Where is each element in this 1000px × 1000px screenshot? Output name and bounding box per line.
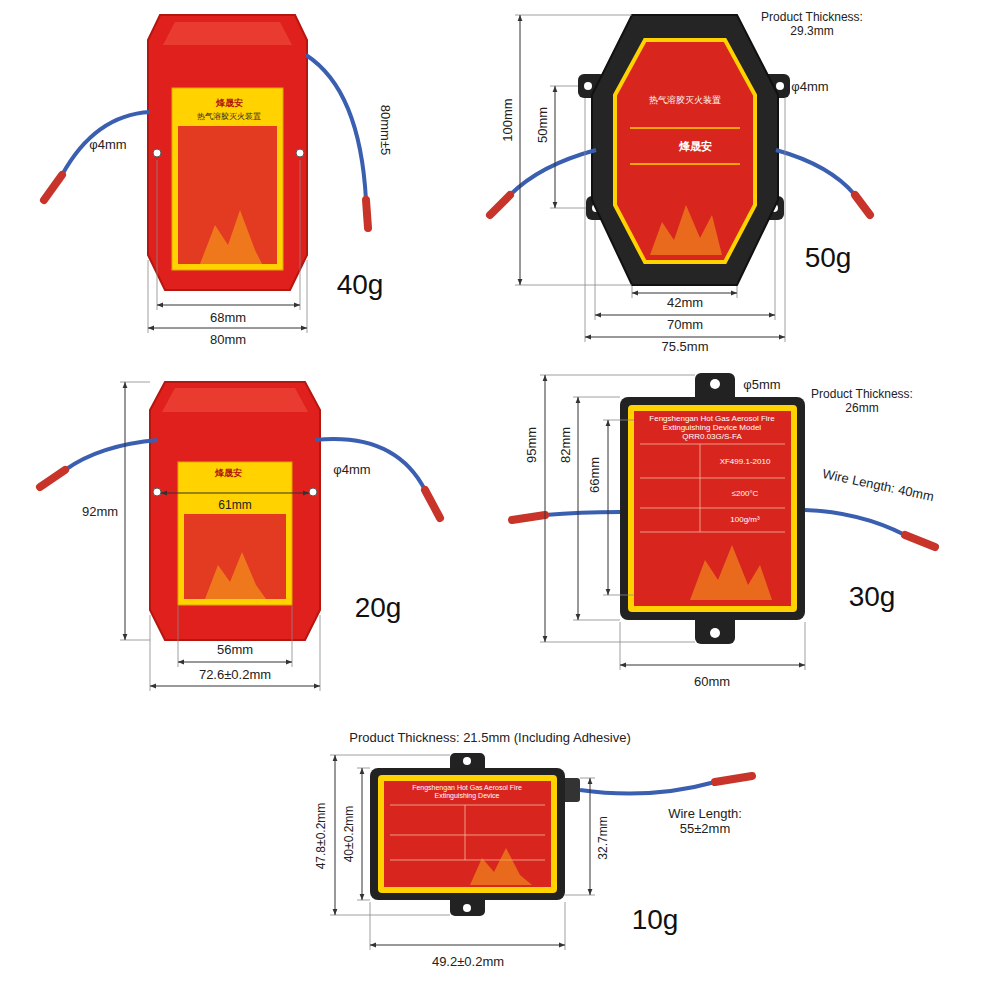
dimension-label: 66mm [588, 457, 603, 493]
device-20g [40, 382, 440, 691]
dimension-label: 47.8±0.2mm [315, 803, 329, 870]
brand-text: 烽晟安 [215, 468, 242, 478]
device-30g [512, 373, 935, 670]
dimension-label: 75.5mm [662, 340, 709, 355]
weight-label: 30g [849, 581, 896, 613]
dimension-label: 61mm [216, 499, 253, 513]
dimension-label: 32.7mm [597, 816, 611, 859]
device-40g [44, 15, 368, 333]
dimension-label: 92mm [82, 505, 118, 520]
hole-diameter: φ4mm [89, 138, 126, 153]
hole-diameter: φ4mm [791, 80, 828, 95]
weight-label: 20g [355, 592, 402, 624]
panel-text: 热气溶胶灭火装置 [649, 95, 721, 105]
dimension-label: 42mm [667, 296, 703, 311]
dimension-label: 56mm [217, 643, 253, 658]
hole-diameter: φ5mm [743, 378, 780, 393]
dimension-label: 80mm [210, 333, 246, 348]
brand-text: 烽晟安 [679, 140, 712, 153]
dimension-label: 72.6±0.2mm [199, 668, 271, 683]
panel-text: 100g/m³ [730, 515, 759, 524]
wire-length: Wire Length: 40mm [821, 467, 935, 505]
wire-length: 80mm±5 [378, 105, 393, 155]
device-50g [490, 15, 870, 342]
dimension-label: 68mm [210, 311, 246, 326]
brand-text: 烽晟安 [216, 98, 243, 108]
dimension-label: 50mm [536, 107, 551, 143]
dimension-label: 70mm [667, 318, 703, 333]
panel-text: Fengshengan Hot Gas Aerosol Fire Extingu… [392, 784, 542, 800]
dimension-label: 95mm [525, 427, 540, 463]
panel-text: 热气溶胶灭火装置 [197, 112, 261, 121]
device-10g [330, 753, 752, 950]
dimension-label: 40±0.2mm [343, 806, 357, 863]
dimension-label: 49.2±0.2mm [432, 955, 504, 970]
thickness-note: Product Thickness: 21.5mm (Including Adh… [349, 731, 631, 746]
dimension-label: 100mm [501, 98, 516, 141]
weight-label: 10g [632, 904, 679, 936]
weight-label: 40g [337, 269, 384, 301]
thickness-note: Product Thickness: 26mm [802, 388, 922, 416]
panel-text: ≤200°C [732, 489, 759, 498]
panel-text: Fengshengan Hot Gas Aerosol Fire Extingu… [637, 414, 787, 442]
dimension-label: 60mm [694, 675, 730, 690]
weight-label: 50g [805, 242, 852, 274]
panel-text: XF499.1-2010 [720, 457, 771, 466]
dimension-label: 82mm [559, 427, 574, 463]
hole-diameter: φ4mm [333, 463, 370, 478]
wire-length: Wire Length: 55±2mm [650, 807, 760, 837]
thickness-note: Product Thickness: 29.3mm [747, 11, 877, 39]
